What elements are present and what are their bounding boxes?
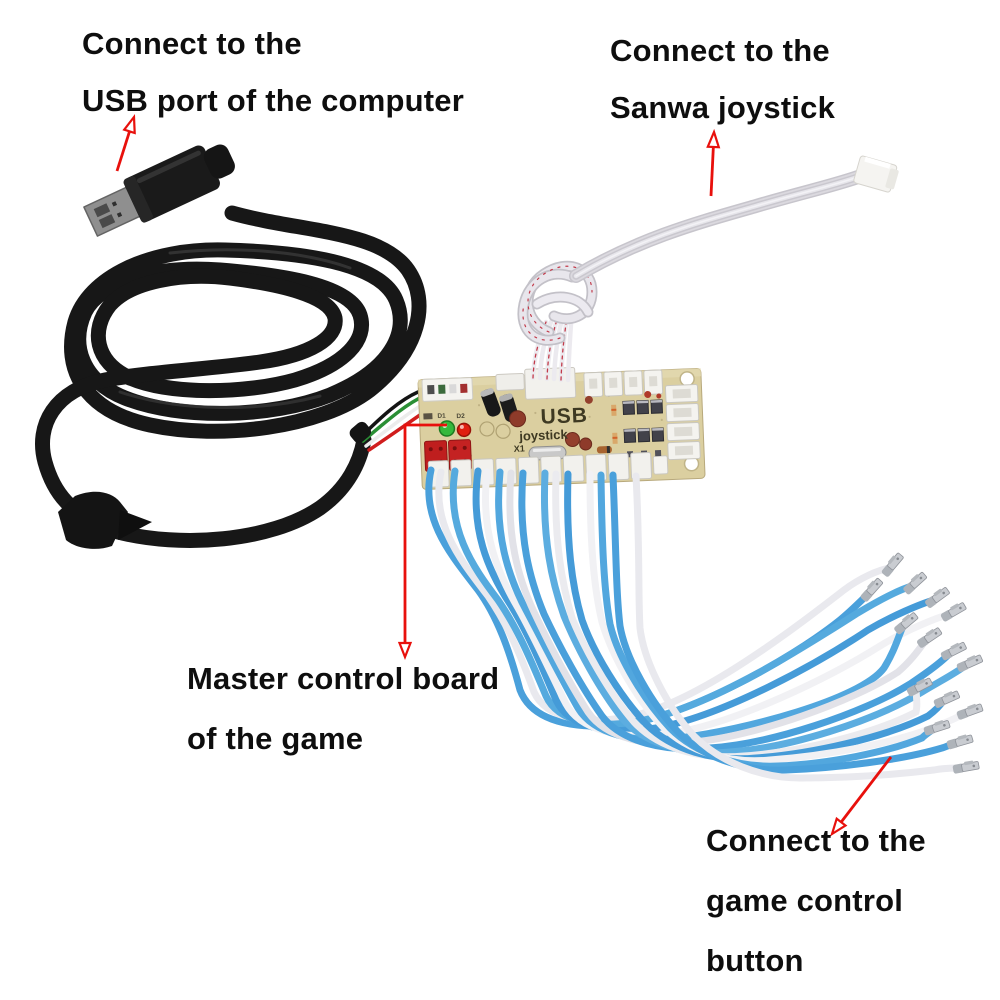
- usb-cable: [35, 144, 450, 549]
- diode: [596, 446, 612, 454]
- arrow-game-button: [830, 756, 893, 837]
- ribbon-strands: [530, 319, 574, 383]
- disc-capacitors: [509, 390, 662, 451]
- led-green: [438, 420, 456, 437]
- arrow-usb-plug: [115, 113, 136, 172]
- top-headers: [583, 369, 664, 398]
- button-label-line3: button: [706, 943, 804, 978]
- resistor-networks: [611, 399, 665, 458]
- mounting-hole: [679, 371, 695, 387]
- ribbon-knot: [517, 260, 598, 346]
- led-d1-label: D1: [437, 413, 446, 420]
- silkscreen-x1: X1: [514, 443, 525, 453]
- arrow-sanwa-cable: [706, 128, 721, 197]
- usb-input-header: [421, 377, 474, 402]
- silkscreen-joystick: joystick: [518, 427, 569, 444]
- board-label-line1: Master control board: [187, 661, 500, 696]
- small-header: [652, 455, 669, 475]
- button-label-line2: game control: [706, 883, 904, 918]
- button-label-line1: Connect to the: [706, 823, 926, 858]
- board-label-line2: of the game: [187, 721, 364, 756]
- led-red: [456, 422, 472, 438]
- ribbon-connector: [853, 155, 899, 193]
- sanwa-label-line1: Connect to the: [610, 33, 830, 68]
- annotation-arrows: [115, 113, 893, 837]
- usb-label-line1: Connect to the: [82, 26, 302, 61]
- ribbon-band: [569, 170, 865, 283]
- silkscreen-usb: USB: [540, 404, 588, 429]
- side-headers: [664, 384, 701, 461]
- usb-label-line2: USB port of the computer: [82, 83, 464, 118]
- cable-ferrite: [58, 491, 152, 549]
- capacitors: [480, 388, 519, 422]
- sanwa-label-line2: Sanwa joystick: [610, 90, 836, 125]
- led-d2-label: D2: [456, 413, 465, 420]
- sanwa-ribbon-cable: [517, 155, 899, 383]
- arrow-master-board: [397, 423, 447, 661]
- usb-plug: [83, 144, 235, 237]
- aux-header: [495, 372, 525, 391]
- wire-harness: [425, 466, 985, 782]
